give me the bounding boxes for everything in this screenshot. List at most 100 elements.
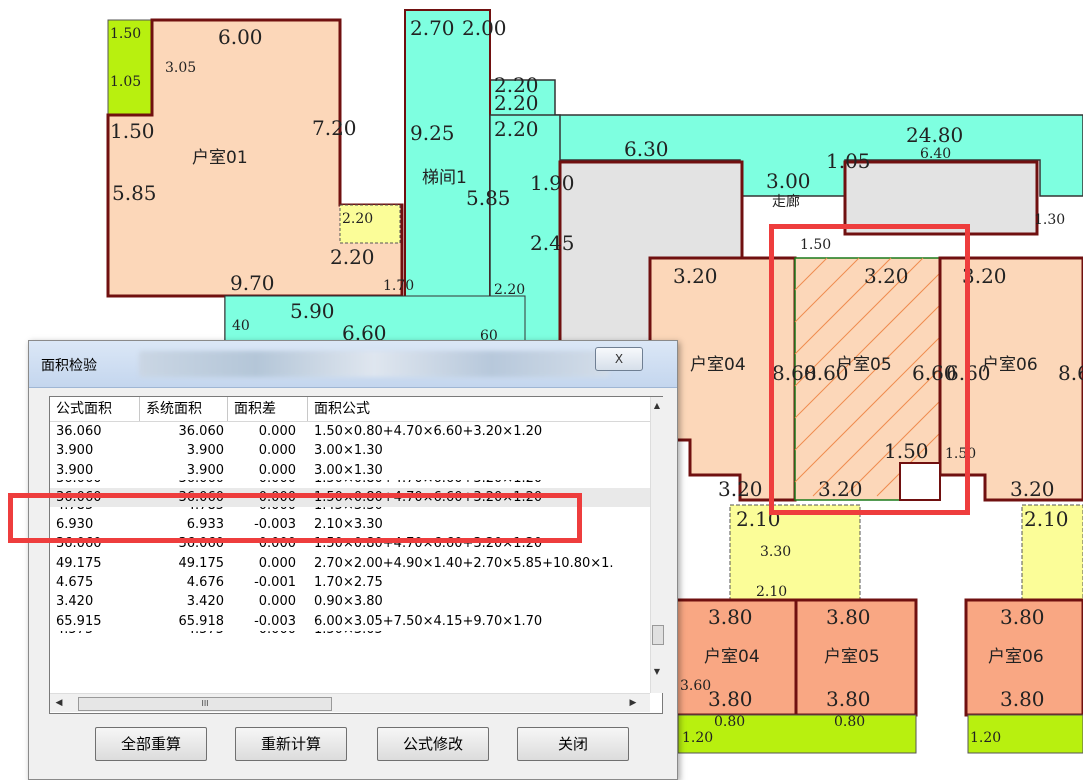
column-header[interactable]: 公式面积 bbox=[50, 397, 140, 421]
cell-area-diff: -0.003 bbox=[254, 613, 296, 629]
column-header[interactable]: 系统面积 bbox=[140, 397, 228, 421]
column-header[interactable]: 面积公式 bbox=[314, 401, 370, 417]
dim-label: 1.50 bbox=[110, 119, 155, 143]
scroll-left-icon[interactable]: ◀ bbox=[55, 698, 63, 708]
cell-area-diff: 0.000 bbox=[258, 424, 296, 439]
room-label-04: 户室04 bbox=[690, 355, 746, 375]
table-row[interactable]: 4.675 4.676 -0.001 1.70×2.75 bbox=[50, 573, 650, 592]
room-label-stair: 梯间1 bbox=[422, 168, 467, 188]
area-list[interactable]: 公式面积 系统面积 面积差 面积公式 36.060 36.060 0.000 1… bbox=[49, 396, 664, 714]
room-label-06: 户室06 bbox=[982, 355, 1038, 375]
table-row[interactable]: 6.930 6.933 -0.003 2.10×3.30 bbox=[50, 515, 650, 534]
vertical-scroll-thumb[interactable] bbox=[652, 625, 664, 645]
close-button[interactable]: 关闭 bbox=[517, 727, 629, 761]
cell-formula-area: 36.060 bbox=[56, 424, 102, 439]
room-label-04b: 户室04 bbox=[704, 647, 760, 667]
cell-system-area: 6.933 bbox=[186, 517, 224, 533]
room-05-notch bbox=[899, 462, 941, 501]
balcony-1 bbox=[729, 504, 861, 601]
dim-label: 3.05 bbox=[165, 60, 196, 76]
dim-label: 2.20 bbox=[330, 245, 375, 269]
recalculate-button[interactable]: 重新计算 bbox=[235, 727, 347, 761]
table-row[interactable]: 65.915 65.918 -0.003 6.00×3.05+7.50×4.15… bbox=[50, 612, 650, 631]
cell-formula-area: 4.785 bbox=[56, 507, 142, 515]
recalc-all-button[interactable]: 全部重算 bbox=[95, 727, 207, 761]
vertical-scrollbar[interactable]: ▲ ▼ bbox=[650, 397, 664, 693]
dim-label: 5.90 bbox=[290, 299, 335, 323]
cell-system-area: 65.918 bbox=[178, 613, 225, 629]
cell-area-formula: 3.00×1.30 bbox=[314, 462, 383, 478]
cell-area-formula: 1.70×2.75 bbox=[314, 575, 383, 591]
dim-label: 1.05 bbox=[826, 149, 871, 173]
blurred-region bbox=[139, 351, 609, 377]
dim-label: 2.70 bbox=[410, 16, 455, 40]
cell-formula-area: 65.915 bbox=[56, 613, 102, 629]
dim-label: 40 bbox=[232, 318, 250, 334]
dim-label: 3.80 bbox=[708, 687, 753, 711]
list-header: 公式面积 系统面积 面积差 面积公式 bbox=[50, 397, 650, 422]
dim-label: 2.10 bbox=[756, 584, 787, 600]
cell-formula-area: 4.575 bbox=[56, 631, 142, 639]
dim-label: 3.80 bbox=[1000, 605, 1045, 629]
table-row[interactable]: 36.060 36.060 0.000 1.50×0.80+4.70×6.60+… bbox=[50, 480, 650, 488]
close-icon[interactable]: X bbox=[595, 347, 643, 371]
scroll-down-icon[interactable]: ▼ bbox=[653, 667, 661, 676]
dim-label: 2.20 bbox=[494, 117, 539, 141]
dim-label: 2.20 bbox=[494, 73, 539, 97]
dim-label: 1.50 bbox=[884, 439, 929, 463]
cell-area-formula: 1.50×3.05 bbox=[314, 631, 650, 639]
scroll-right-icon[interactable]: ▶ bbox=[629, 698, 637, 708]
table-row[interactable]: 4.575 4.575 0.000 1.50×3.05 bbox=[50, 631, 650, 639]
cell-area-formula: 2.70×2.00+4.90×1.40+2.70×5.85+10.80×1. bbox=[314, 555, 614, 571]
cell-system-area: 4.785 bbox=[140, 507, 224, 515]
cell-formula-area: 36.060 bbox=[56, 480, 142, 488]
cell-formula-area: 49.175 bbox=[56, 555, 102, 571]
cell-area-formula: 3.00×1.30 bbox=[314, 443, 383, 459]
green-bottom-2 bbox=[967, 714, 1083, 754]
table-row[interactable]: 3.900 3.900 0.000 3.00×1.30 bbox=[50, 441, 650, 460]
column-header[interactable]: 面积差 bbox=[228, 397, 308, 421]
cell-system-area: 49.175 bbox=[178, 555, 225, 571]
dim-label: 3.20 bbox=[673, 264, 718, 288]
dim-label: 2.20 bbox=[342, 211, 373, 227]
dialog-title: 面积检验 bbox=[41, 358, 97, 374]
room-label-05b: 户室05 bbox=[824, 647, 880, 667]
cell-system-area: 3.900 bbox=[186, 443, 224, 459]
list-rows: 36.060 36.060 0.000 1.50×0.80+4.70×6.60+… bbox=[50, 422, 650, 694]
cell-system-area: 36.060 bbox=[140, 480, 225, 488]
room-05b-shape bbox=[794, 598, 918, 717]
table-row[interactable]: 36.060 36.060 0.000 1.50×0.80+4.70×6.60+… bbox=[50, 422, 650, 441]
dim-label: 6.00 bbox=[218, 25, 263, 49]
dim-label: 1.50 bbox=[110, 26, 141, 42]
dim-label: 2.20 bbox=[494, 91, 539, 115]
yellow-patch-1 bbox=[339, 204, 401, 244]
dialog-title-bar[interactable]: 面积检验 X bbox=[29, 341, 677, 388]
dim-label: 3.20 bbox=[1010, 477, 1055, 501]
table-row[interactable]: 4.785 4.785 0.000 1.45×3.30 bbox=[50, 507, 650, 515]
scroll-up-icon[interactable]: ▲ bbox=[653, 401, 661, 410]
stair-block bbox=[404, 9, 491, 351]
room-label-01: 户室01 bbox=[192, 148, 248, 168]
cell-system-area: 3.420 bbox=[186, 594, 224, 610]
dim-label: 6.40 bbox=[920, 146, 951, 162]
dim-label: 3.80 bbox=[826, 687, 871, 711]
cell-area-diff: 0.000 bbox=[258, 462, 296, 478]
cell-area-formula: 1.50×0.80+4.70×6.60+3.20×1.20 bbox=[314, 424, 543, 439]
cell-area-formula: 2.10×3.30 bbox=[314, 517, 383, 533]
cell-area-diff: -0.003 bbox=[254, 517, 296, 533]
edit-formula-button[interactable]: 公式修改 bbox=[377, 727, 489, 761]
table-row[interactable]: 3.900 3.900 0.000 3.00×1.30 bbox=[50, 461, 650, 480]
dim-label: 8.60 bbox=[772, 361, 817, 385]
table-row[interactable]: 3.420 3.420 0.000 0.90×3.80 bbox=[50, 592, 650, 611]
dim-label: 3.00 bbox=[766, 169, 811, 193]
dim-label: 3.20 bbox=[718, 477, 763, 501]
dim-label: 3.30 bbox=[760, 544, 791, 560]
dim-label: 3.60 bbox=[680, 678, 711, 694]
horizontal-scroll-thumb[interactable]: III bbox=[78, 697, 332, 711]
dim-label: 3.20 bbox=[818, 477, 863, 501]
green-bottom-1 bbox=[677, 714, 917, 754]
cell-system-area: 36.060 bbox=[178, 424, 225, 439]
table-row[interactable]: 49.175 49.175 0.000 2.70×2.00+4.90×1.40+… bbox=[50, 554, 650, 573]
horizontal-scrollbar[interactable]: ◀ III ▶ bbox=[50, 693, 650, 712]
